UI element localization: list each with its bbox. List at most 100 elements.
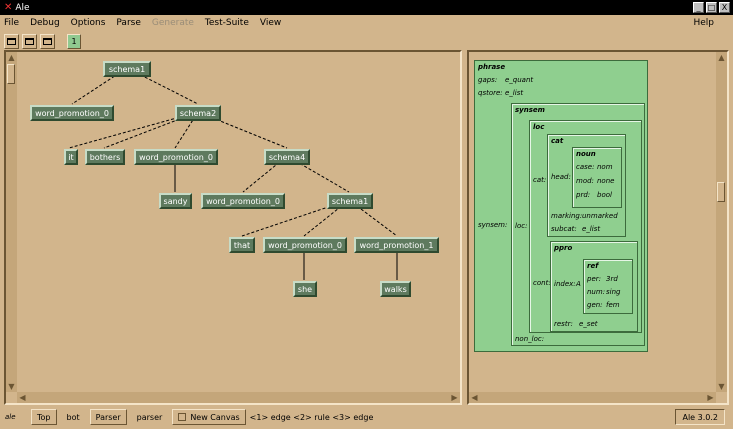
tree-vscroll-thumb[interactable]	[7, 64, 15, 84]
prev-icon	[25, 37, 34, 45]
menu-options[interactable]: Options	[70, 18, 106, 28]
x-logo-icon[interactable]: ✕	[4, 2, 13, 13]
menu-debug[interactable]: Debug	[30, 18, 60, 28]
fs-feature: num:	[587, 288, 606, 296]
tree-pane: ▲ ▼ ◀ ▶	[4, 50, 462, 405]
menu-help[interactable]: Help	[693, 18, 714, 28]
tree-node[interactable]: that	[229, 237, 255, 253]
ref-avm[interactable]: ref per: 3rd num: sing gen: fem	[583, 259, 633, 314]
menu-file[interactable]: File	[4, 18, 20, 28]
window-title: Ale	[15, 2, 30, 13]
cat-avm[interactable]: cat head: marking: unmarked subcat: e_li…	[547, 134, 626, 237]
fs-feature: qstore:	[478, 89, 503, 97]
close-button[interactable]: X	[719, 2, 730, 13]
fs-feature: loc:	[515, 222, 528, 230]
fs-vscroll-thumb[interactable]	[717, 182, 725, 202]
scroll-left-icon[interactable]: ◀	[471, 393, 478, 402]
version-label: Ale 3.0.2	[675, 409, 725, 425]
checkbox-icon[interactable]	[178, 413, 187, 421]
fs-tag: A	[576, 280, 581, 288]
fs-value: bool	[597, 191, 612, 199]
counter-button[interactable]: 1	[67, 33, 81, 49]
fs-value: e_set	[579, 320, 598, 328]
toolbar: 1	[0, 31, 733, 51]
loc-avm[interactable]: loc cat: cont: cat head: marking: unmark…	[529, 120, 642, 333]
fs-type: loc	[533, 123, 545, 131]
tree-vertical-scrollbar[interactable]: ▲ ▼	[6, 52, 17, 392]
fs-feature: gaps:	[478, 76, 498, 84]
noun-avm[interactable]: noun case: nom mod: none prd: bool	[572, 147, 622, 208]
parser-button[interactable]: Parser	[89, 409, 127, 425]
next-button[interactable]	[40, 33, 55, 49]
first-button[interactable]	[4, 33, 19, 49]
maximize-button[interactable]: □	[706, 2, 717, 13]
fs-vertical-scrollbar[interactable]: ▲ ▼	[716, 52, 727, 392]
tree-node[interactable]: walks	[380, 281, 411, 297]
next-icon	[43, 37, 52, 45]
status-bar: ale Top bot Parser parser New Canvas <1>…	[0, 405, 733, 429]
fs-feature: gen:	[587, 301, 603, 309]
fs-value: e_quant	[505, 76, 534, 84]
top-button[interactable]: Top	[31, 409, 57, 425]
tree-node[interactable]: word_promotion_0	[263, 237, 347, 253]
tree-canvas: schema1 word_promotion_0 schema2 it both…	[17, 52, 460, 392]
tree-node[interactable]: it	[64, 149, 78, 165]
fs-feature: subcat:	[551, 225, 577, 233]
fs-value: nom	[597, 163, 613, 171]
fs-feature: prd:	[576, 191, 591, 199]
ale-logo-icon: ale	[5, 413, 16, 421]
tree-node[interactable]: schema1	[327, 193, 373, 209]
tree-node[interactable]: sandy	[159, 193, 192, 209]
menu-parse[interactable]: Parse	[116, 18, 141, 28]
fs-value: e_list	[582, 225, 601, 233]
scroll-right-icon[interactable]: ▶	[707, 393, 714, 402]
scroll-up-icon[interactable]: ▲	[8, 53, 15, 62]
synsem-avm[interactable]: synsem loc: non_loc: loc cat: cont: cat …	[511, 103, 645, 346]
tree-horizontal-scrollbar[interactable]: ◀ ▶	[17, 392, 460, 403]
fs-value: sing	[606, 288, 621, 296]
tree-node[interactable]: word_promotion_0	[201, 193, 285, 209]
mouse-hint: <1> edge <2> rule <3> edge	[249, 412, 374, 422]
fs-type: phrase	[478, 63, 506, 71]
tree-node[interactable]: she	[293, 281, 317, 297]
fs-feature: index:	[554, 280, 576, 288]
new-canvas-toggle[interactable]: New Canvas	[172, 409, 246, 425]
tree-node[interactable]: word_promotion_1	[354, 237, 439, 253]
phrase-avm[interactable]: phrase gaps: e_quant qstore: e_list syns…	[474, 60, 648, 352]
scroll-right-icon[interactable]: ▶	[451, 393, 458, 402]
tree-node[interactable]: schema2	[175, 105, 221, 121]
fs-horizontal-scrollbar[interactable]: ◀ ▶	[469, 392, 716, 403]
feature-structure-pane: ▲ ▼ ◀ ▶ phrase gaps: e_quant qstore: e_l…	[467, 50, 729, 405]
menu-generate[interactable]: Generate	[151, 18, 194, 28]
tree-edges	[68, 67, 398, 280]
fs-feature: synsem:	[478, 221, 508, 229]
tree-node[interactable]: word_promotion_0	[134, 149, 218, 165]
fs-value: e_list	[505, 89, 524, 97]
tree-node[interactable]: schema4	[264, 149, 310, 165]
title-bar: ✕ Ale _ □ X	[0, 0, 733, 15]
fs-value: fem	[606, 301, 620, 309]
first-icon	[7, 37, 16, 45]
menu-view[interactable]: View	[259, 18, 282, 28]
top-value: bot	[66, 412, 80, 422]
ppro-avm[interactable]: ppro index: A restr: e_set ref per: 3rd …	[550, 241, 638, 332]
fs-type: cat	[551, 137, 564, 145]
minimize-button[interactable]: _	[693, 2, 704, 13]
scroll-down-icon[interactable]: ▼	[8, 382, 15, 391]
menu-bar: File Debug Options Parse Generate Test-S…	[0, 15, 733, 31]
fs-feature: case:	[576, 163, 595, 171]
scroll-down-icon[interactable]: ▼	[718, 382, 725, 391]
tree-node[interactable]: word_promotion_0	[30, 105, 114, 121]
new-canvas-label: New Canvas	[190, 412, 240, 422]
fs-feature: per:	[587, 275, 601, 283]
scroll-up-icon[interactable]: ▲	[718, 53, 725, 62]
prev-button[interactable]	[22, 33, 37, 49]
menu-test-suite[interactable]: Test-Suite	[204, 18, 249, 28]
scroll-left-icon[interactable]: ◀	[19, 393, 26, 402]
fs-feature: restr:	[554, 320, 573, 328]
fs-value: none	[597, 177, 615, 185]
tree-node[interactable]: schema1	[103, 61, 151, 77]
fs-type: ppro	[554, 244, 573, 252]
fs-type: noun	[576, 150, 596, 158]
tree-node[interactable]: bothers	[85, 149, 125, 165]
